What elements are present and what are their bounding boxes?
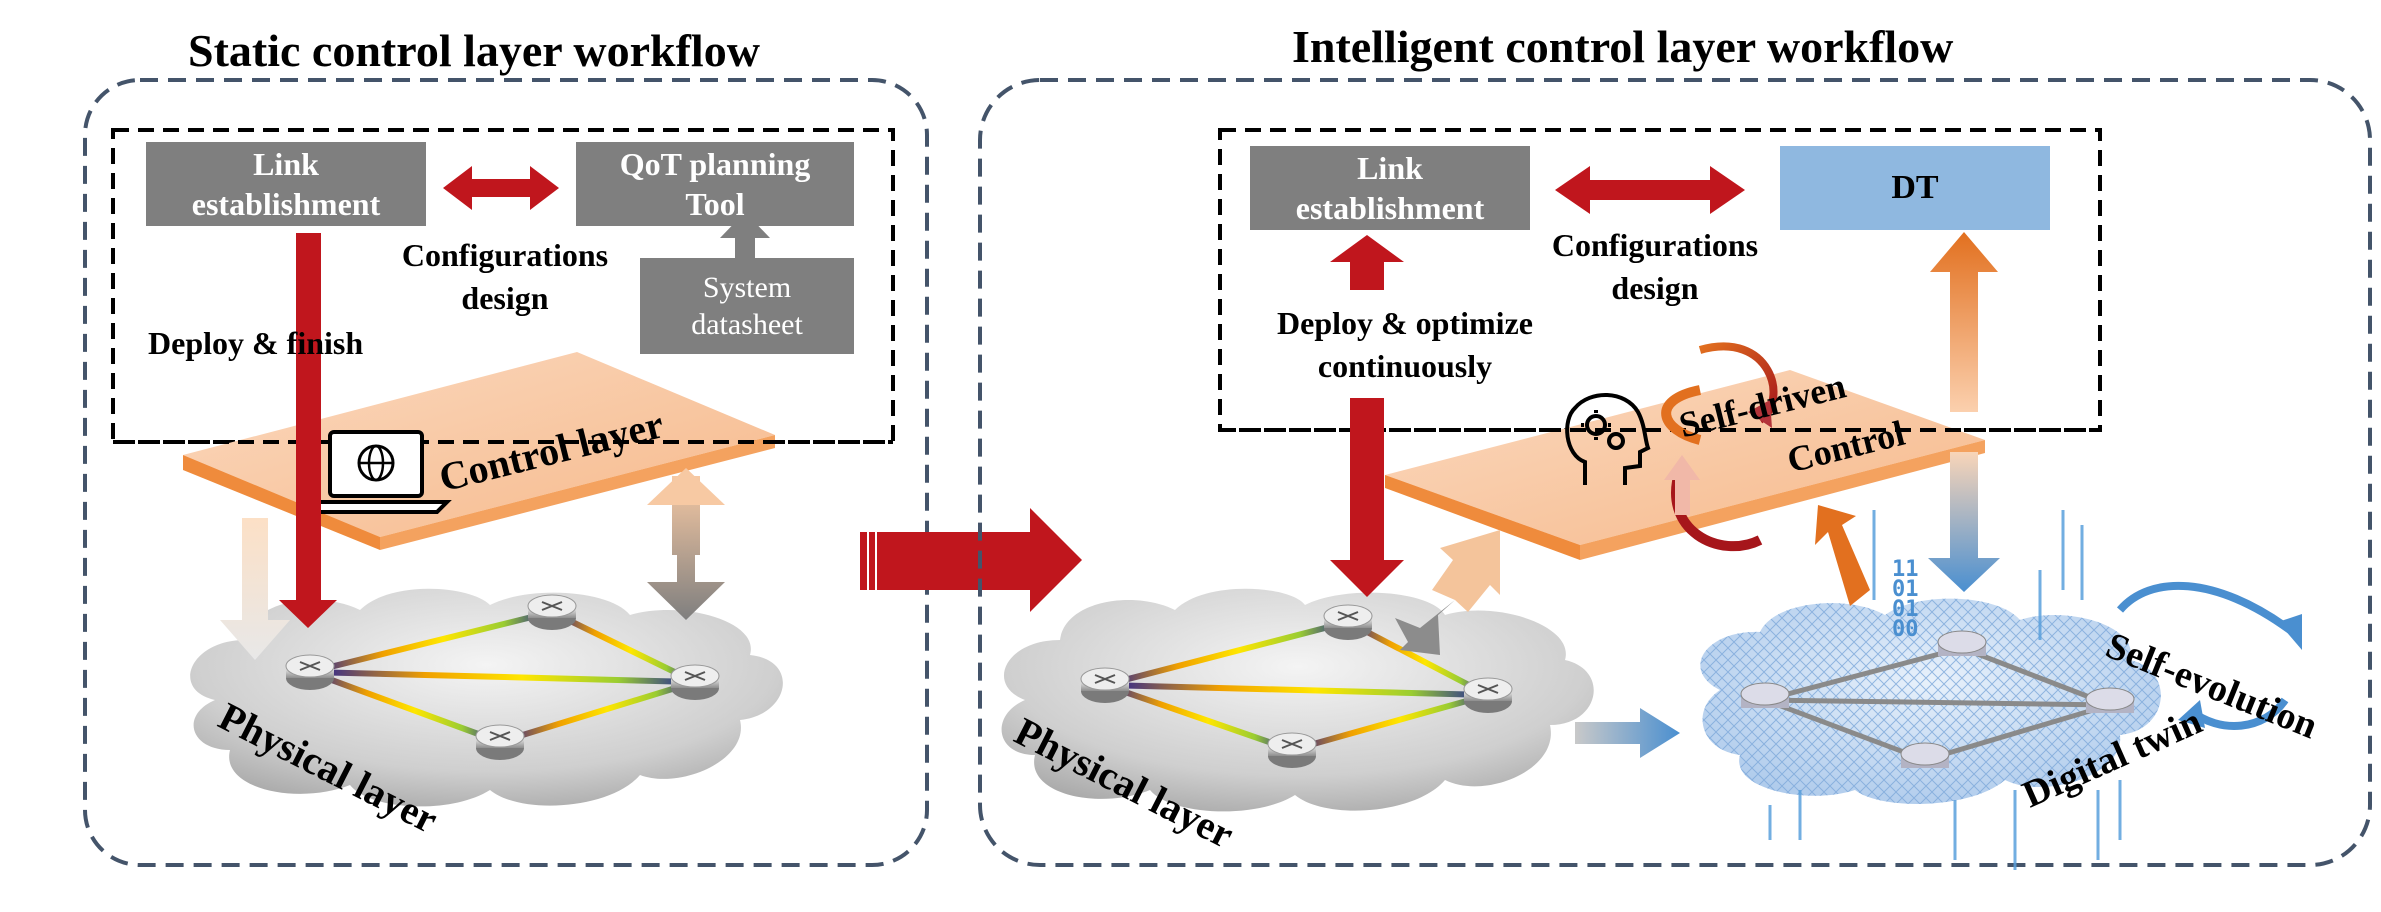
- deploy-optimize-line1: Deploy & optimize: [1277, 305, 1533, 341]
- bit-0: 1: [1892, 557, 1906, 582]
- right-up-arrow: [1330, 235, 1404, 290]
- right-control-box: [1218, 128, 2102, 432]
- left-deploy-arrow: [279, 233, 337, 628]
- binary-digits-a: 11 01 01 00: [1892, 557, 1919, 642]
- left-panel-title: Static control layer workflow: [188, 25, 760, 76]
- bit-7: 0: [1905, 617, 1919, 642]
- right-physical-cloud: [1001, 588, 1594, 812]
- bit-4: 0: [1892, 597, 1906, 622]
- left-routers: [285, 594, 720, 760]
- left-link-line1: Link: [253, 146, 319, 182]
- system-datasheet-box: System datasheet: [640, 258, 854, 354]
- right-control-layer-plane: [1385, 370, 1985, 560]
- bit-3: 1: [1905, 577, 1919, 602]
- right-config-design-label: Configurations design: [1525, 224, 1785, 310]
- bit-5: 1: [1905, 597, 1919, 622]
- loop-inner-arrow: [1664, 455, 1700, 515]
- left-feedback-arrow: [220, 518, 290, 660]
- self-evolution-arrowhead-2: [2178, 700, 2205, 728]
- deploy-finish-label: Deploy & finish: [148, 325, 364, 361]
- left-config-line2: design: [461, 280, 549, 317]
- right-link-line1: Link: [1357, 150, 1423, 186]
- right-bidirectional-arrow: [1395, 530, 1500, 655]
- right-config-line2: design: [1611, 270, 1699, 307]
- left-link-establishment-box: Link establishment: [146, 142, 426, 226]
- digital-twin-links: [1764, 645, 2111, 763]
- left-network-links: [308, 609, 697, 745]
- bit-1: 1: [1905, 557, 1919, 582]
- right-red-double-arrow: [1555, 166, 1745, 214]
- qot-line2: Tool: [685, 186, 745, 222]
- bit-6: 0: [1892, 617, 1906, 642]
- left-config-line1: Configurations: [401, 237, 609, 273]
- left-bidirectional-arrow: [647, 468, 725, 620]
- right-link-line2: establishment: [1295, 190, 1485, 226]
- left-link-line2: establishment: [191, 186, 381, 222]
- transition-arrow: [860, 508, 1082, 612]
- self-evolution-arrowhead: [2278, 614, 2302, 650]
- bit-2: 0: [1892, 577, 1906, 602]
- binary-rain: [1768, 510, 2122, 870]
- right-deploy-arrow: [1330, 398, 1404, 597]
- digital-twin-routers: [1740, 630, 2135, 768]
- deploy-optimize-line2: continuously: [1317, 348, 1493, 385]
- right-config-line1: Configurations: [1551, 227, 1759, 263]
- right-link-establishment-box: Link establishment: [1250, 146, 1530, 230]
- physical-to-twin-arrow: [1575, 708, 1680, 758]
- deploy-optimize-label: Deploy & optimize continuously: [1245, 302, 1565, 388]
- datasheet-line2: datasheet: [691, 308, 803, 341]
- left-physical-cloud: [190, 588, 783, 807]
- right-network-links: [1104, 619, 1490, 753]
- ai-head-gears-icon: [1565, 393, 1651, 485]
- left-panel-frame: [83, 78, 929, 867]
- right-panel-frame: [978, 78, 2372, 867]
- right-routers: [1080, 604, 1513, 768]
- dt-feedback-arrow: [1930, 232, 1998, 412]
- dt-to-control-arrow: [1815, 505, 1870, 606]
- datasheet-up-arrow: [720, 212, 770, 258]
- qot-line1: QoT planning: [619, 146, 811, 182]
- left-config-design-label: Configurations design: [375, 234, 635, 320]
- datasheet-line1: System: [702, 270, 792, 304]
- left-red-double-arrow: [443, 166, 559, 210]
- right-panel-title: Intelligent control layer workflow: [1292, 21, 1954, 72]
- laptop-globe-icon: [300, 430, 452, 514]
- dt-box: DT: [1780, 146, 2050, 230]
- dt-down-arrow: [1928, 452, 2000, 592]
